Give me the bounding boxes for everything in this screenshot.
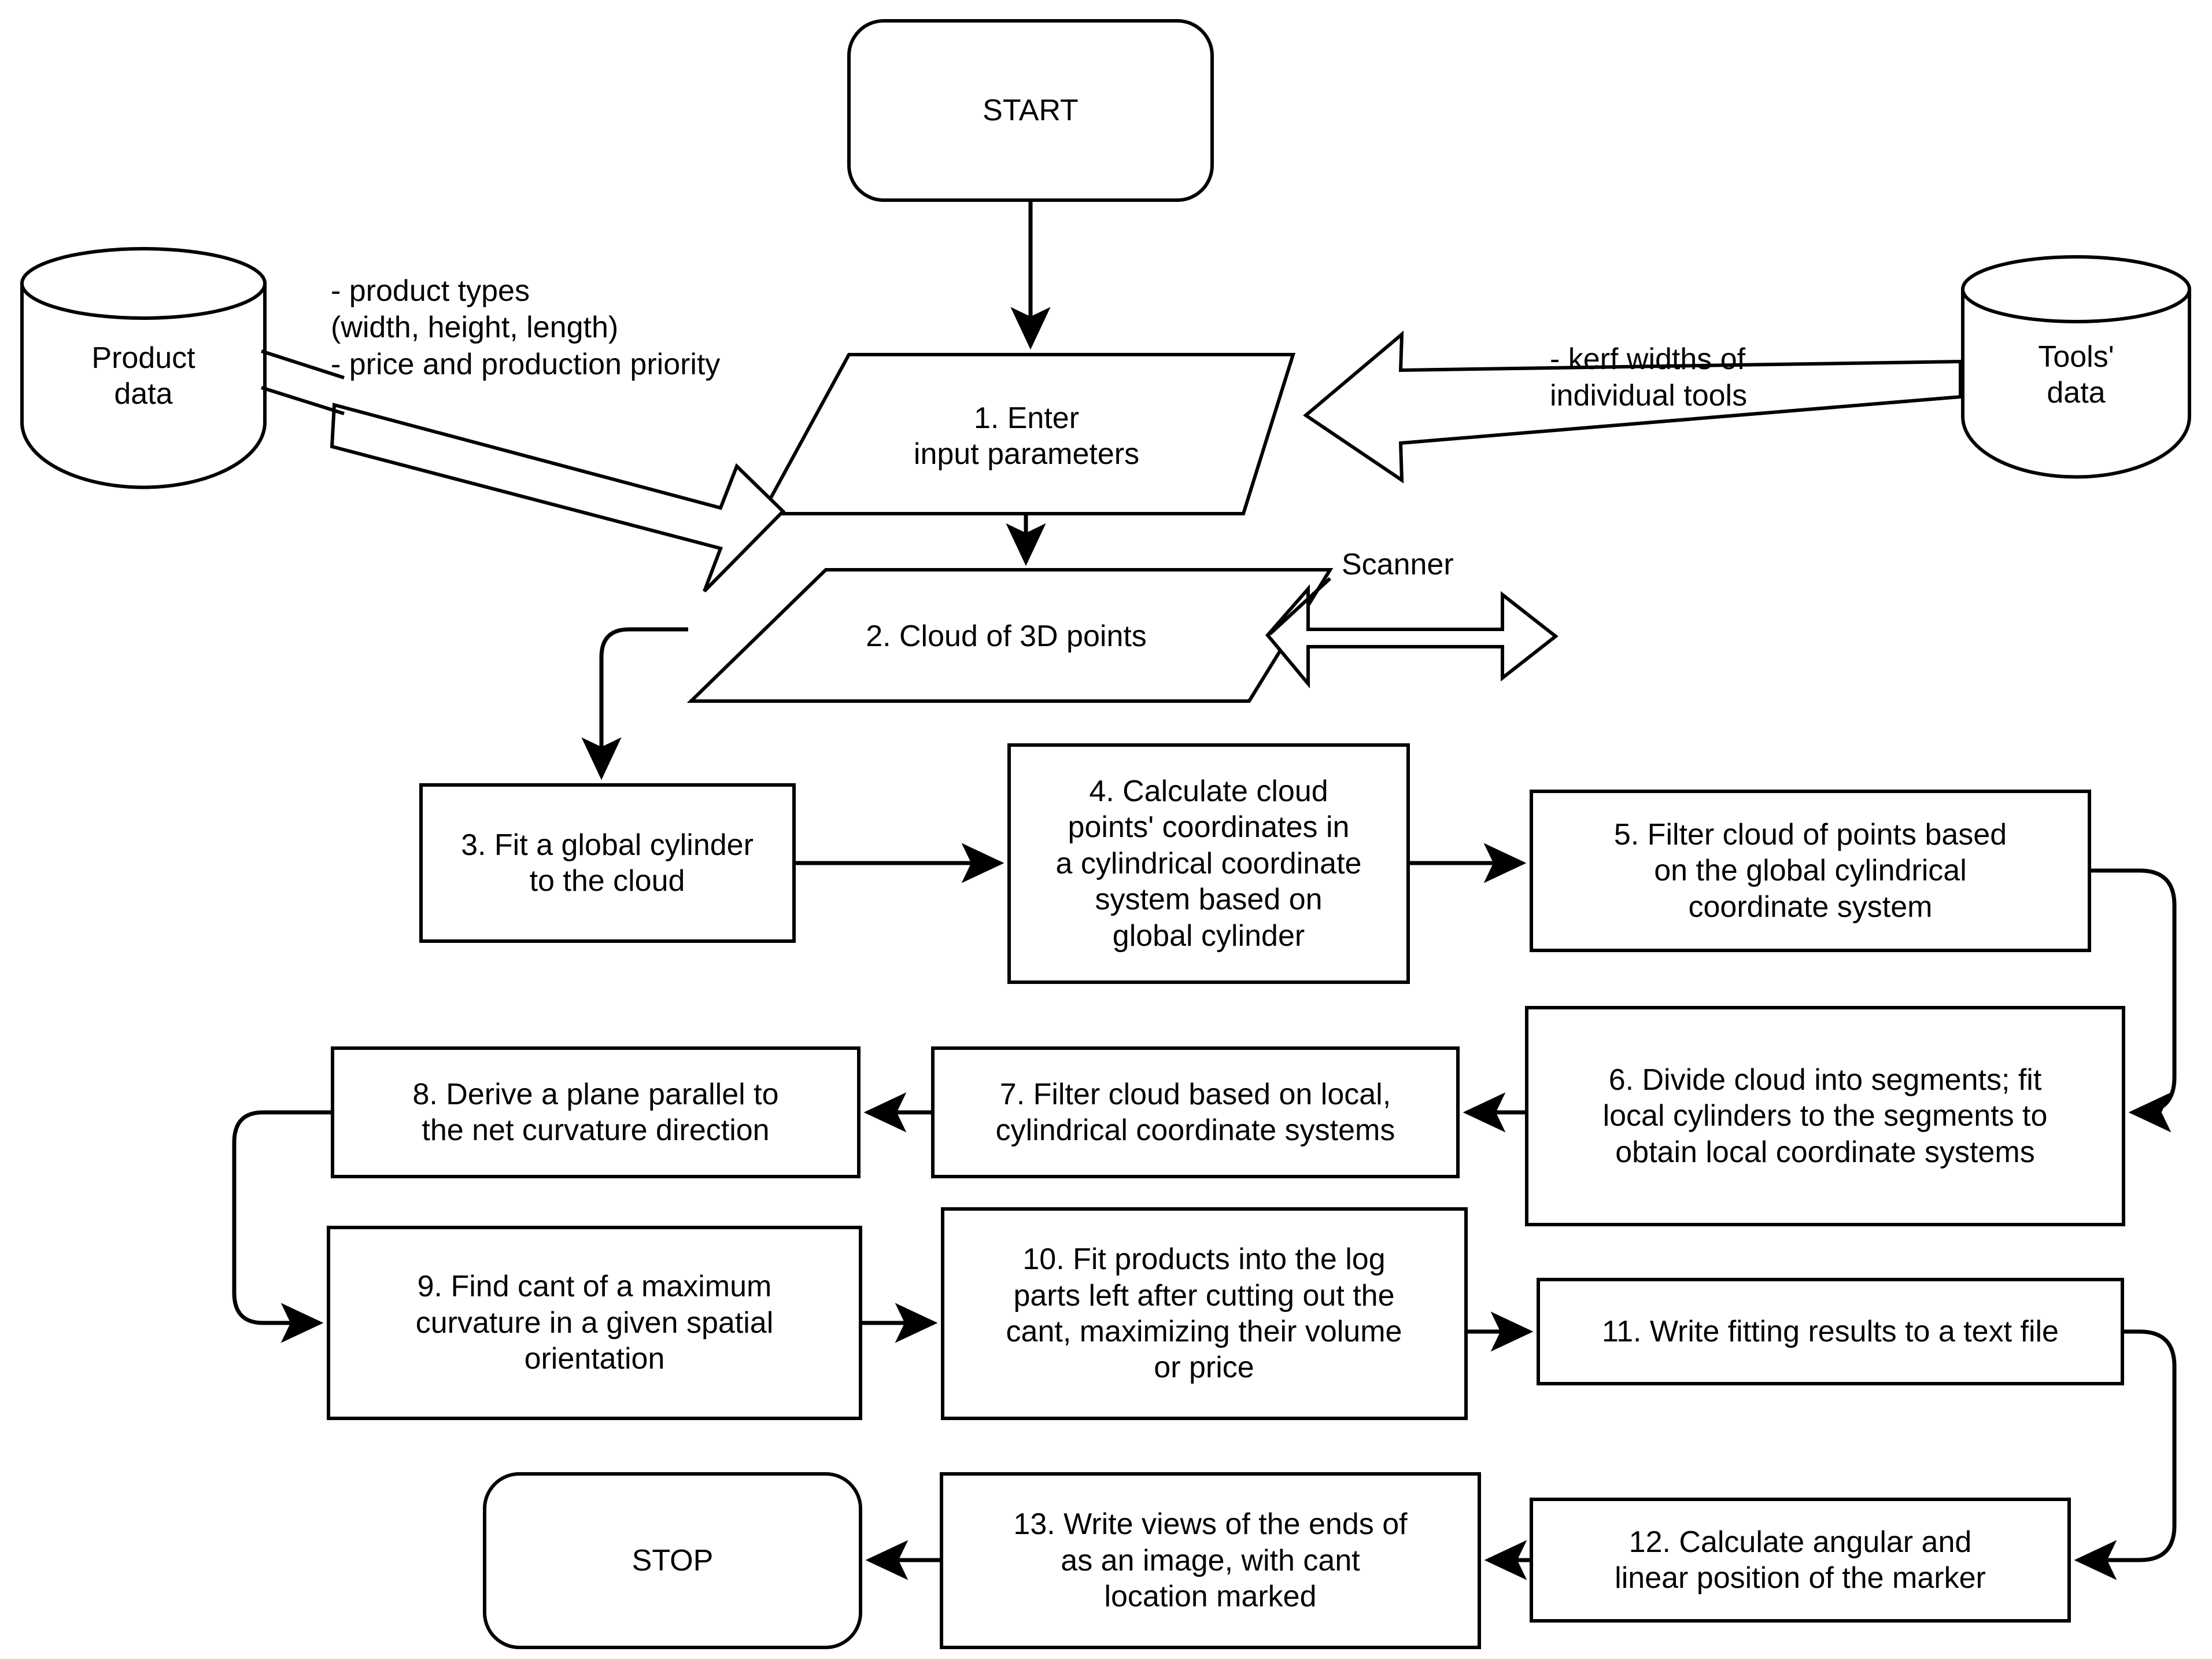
step7-label: 7. Filter cloud based on local, cylindri… (995, 1077, 1395, 1147)
step3-shape[interactable] (419, 783, 796, 943)
step13-label: 13. Write views of the ends of as an ima… (1013, 1507, 1408, 1614)
step2-shape[interactable] (686, 568, 1334, 703)
edge-step8-to-step9 (232, 1110, 333, 1343)
step2-label: 2. Cloud of 3D points (866, 619, 1147, 653)
tools-inputs-annotation: - kerf widths of individual tools (1550, 342, 1748, 413)
step12-shape[interactable] (1530, 1498, 2071, 1623)
product-data-block-arrow (330, 403, 786, 593)
scanner-block-arrow (1265, 584, 1559, 689)
step1-shape[interactable] (759, 353, 1296, 515)
stop-shape[interactable] (483, 1472, 862, 1649)
scanner-leader-line (1268, 577, 1332, 636)
step6-label: 6. Divide cloud into segments; fit local… (1602, 1063, 2048, 1169)
product-data-label: Product data (91, 341, 195, 411)
step4-label: 4. Calculate cloud points' coordinates i… (1055, 775, 1362, 953)
stop-label: STOP (632, 1543, 714, 1577)
step8-shape[interactable] (331, 1046, 861, 1178)
step9-label: 9. Find cant of a maximum curvature in a… (415, 1270, 774, 1376)
step8-label: 8. Derive a plane parallel to the net cu… (412, 1077, 779, 1147)
edge-step2-to-step3 (581, 627, 688, 780)
step7-shape[interactable] (931, 1046, 1460, 1178)
edge-step5-to-step6 (2089, 868, 2177, 1133)
product-data-leader-lines (261, 349, 345, 415)
start-label: START (983, 93, 1079, 127)
product-data-cylinder[interactable] (20, 247, 267, 489)
step12-label: 12. Calculate angular and linear positio… (1615, 1525, 1986, 1595)
tools-data-label: Tools' data (2038, 340, 2114, 410)
step1-label: 1. Enter input parameters (913, 401, 1140, 471)
step3-label: 3. Fit a global cylinder to the cloud (461, 828, 754, 898)
step6-shape[interactable] (1525, 1006, 2125, 1226)
step10-label: 10. Fit products into the log parts left… (1006, 1243, 1402, 1385)
step5-label: 5. Filter cloud of points based on the g… (1613, 817, 2007, 924)
step10-shape[interactable] (941, 1207, 1468, 1420)
step11-label: 11. Write fitting results to a text file (1602, 1314, 2059, 1348)
tools-data-cylinder[interactable] (1961, 255, 2191, 479)
step13-shape[interactable] (940, 1472, 1481, 1649)
scanner-annotation: Scanner (1342, 548, 1454, 581)
step4-shape[interactable] (1007, 743, 1410, 984)
product-inputs-annotation: - product types (width, height, length) … (331, 274, 721, 381)
edge-step11-to-step12 (2074, 1329, 2177, 1580)
tools-data-block-arrow (1303, 330, 1962, 484)
step5-shape[interactable] (1530, 790, 2091, 952)
